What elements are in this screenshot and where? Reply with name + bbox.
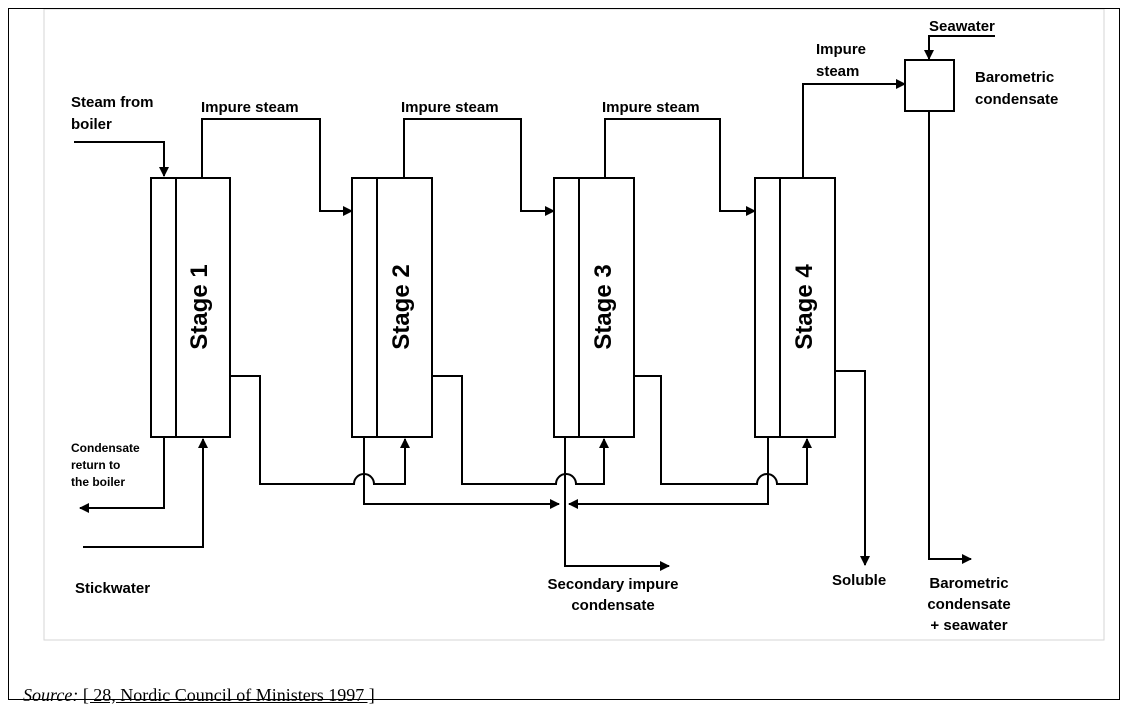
- source-reference-link[interactable]: [ 28, Nordic Council of Ministers 1997 ]: [82, 685, 375, 705]
- source-label: Source:: [23, 685, 79, 705]
- condensate-return-label-line3: the boiler: [71, 475, 125, 489]
- soluble-label: Soluble: [832, 572, 886, 589]
- impure-steam-split-label-line1: Impure: [816, 41, 866, 58]
- figure-frame: Stage 1 Stage 2 Stage 3 Stage 4 Steam fr…: [8, 8, 1120, 705]
- stage-3-box: [553, 177, 635, 438]
- seawater-line: [924, 35, 995, 60]
- impure-steam-2-3-line: [403, 118, 555, 216]
- evaporator-flow-diagram: Stage 1 Stage 2 Stage 3 Stage 4 Steam fr…: [43, 9, 1105, 641]
- secondary-impure-condensate-label-line1: Secondary impure: [548, 576, 679, 593]
- steam-from-boiler-line: [74, 141, 169, 177]
- impure-steam-3-4-line: [604, 118, 756, 216]
- liquor-1-2-line: [230, 375, 410, 485]
- barometric-seawater-label-line2: condensate: [927, 596, 1010, 613]
- condensate-return-label-line1: Condensate: [71, 441, 140, 455]
- steam-from-boiler-label-line1: Steam from: [71, 94, 154, 111]
- condensate-return-line: [79, 437, 165, 513]
- stickwater-line: [83, 438, 208, 548]
- secondary-impure-condensate-label-line2: condensate: [571, 597, 654, 614]
- source-caption: Source: [ 28, Nordic Council of Minister…: [23, 685, 375, 706]
- condensate-collect-left-line: [363, 437, 560, 509]
- stage-4-label: Stage 4: [791, 264, 818, 350]
- impure-steam-4-condenser-line: [802, 79, 906, 178]
- condensate-collect-right-line: [568, 437, 769, 509]
- stage-4-box: [754, 177, 836, 438]
- barometric-seawater-label-line1: Barometric: [929, 575, 1008, 592]
- steam-from-boiler-label-line2: boiler: [71, 116, 112, 133]
- barometric-condensate-label-line2: condensate: [975, 91, 1058, 108]
- impure-steam-label-2: Impure steam: [401, 99, 499, 116]
- condensate-stage3-line: [564, 437, 670, 571]
- barometric-seawater-label-line3: + seawater: [930, 617, 1007, 634]
- seawater-label: Seawater: [929, 18, 995, 35]
- condensate-return-label-line2: return to: [71, 458, 120, 472]
- stage-3-label: Stage 3: [590, 264, 617, 349]
- soluble-line: [835, 370, 870, 566]
- stage-1-label: Stage 1: [186, 264, 213, 349]
- barometric-outlet-line: [928, 111, 972, 564]
- impure-steam-label-1: Impure steam: [201, 99, 299, 116]
- stage-2-box: [351, 177, 433, 438]
- stickwater-label: Stickwater: [75, 580, 150, 597]
- liquor-3-4-line: [634, 375, 812, 485]
- stage-2-label: Stage 2: [388, 264, 415, 349]
- stage-1-box: [150, 177, 231, 438]
- diagram-panel: [43, 9, 1105, 641]
- impure-steam-label-3: Impure steam: [602, 99, 700, 116]
- impure-steam-1-2-line: [201, 118, 353, 216]
- barometric-condensate-label-line1: Barometric: [975, 69, 1054, 86]
- impure-steam-split-label-line2: steam: [816, 63, 859, 80]
- barometric-condenser-box: [904, 59, 955, 112]
